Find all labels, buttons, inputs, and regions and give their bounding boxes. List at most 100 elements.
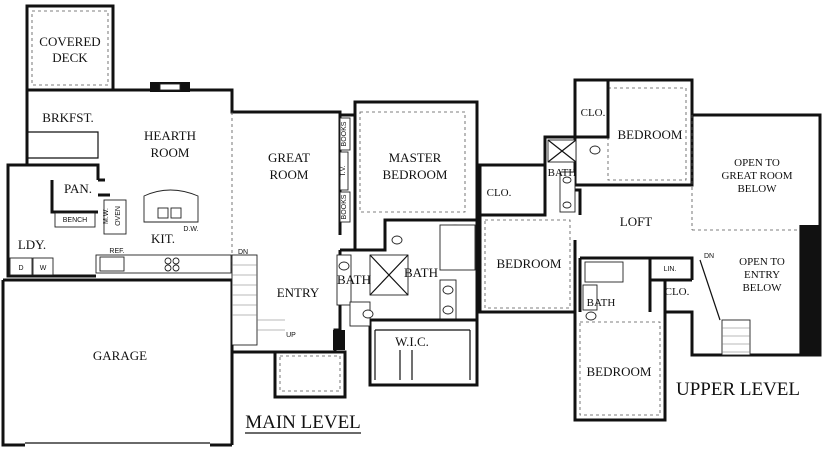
bath-top-sink-1: [562, 176, 572, 184]
wic-shelving: [374, 329, 471, 380]
upper-stair-rail: [699, 259, 721, 321]
bath-top-shower-cross: [547, 139, 577, 163]
bath-center-vanity: [582, 284, 598, 311]
label-open-great-1: OPEN TO: [734, 157, 780, 169]
bath-center-toilet: [585, 311, 597, 321]
label-open-entry-3: BELOW: [742, 282, 782, 294]
label-dishwasher: D.W.: [183, 226, 198, 233]
label-wic: W.I.C.: [395, 334, 429, 349]
laundry-wall: [50, 178, 105, 214]
label-upper-stair-down: DN: [704, 253, 714, 260]
label-bedroom-s: BEDROOM: [586, 364, 651, 379]
label-open-great-3: BELOW: [737, 183, 777, 195]
label-open-great-2: GREAT ROOM: [721, 170, 792, 182]
island-sink-left: [157, 207, 169, 219]
bedroom-w-ceiling: [484, 219, 571, 309]
vanity-sink-1: [442, 285, 454, 295]
label-bath-center: BATH: [587, 297, 616, 309]
open-to-below-edge: [691, 115, 820, 231]
label-bedroom-w: BEDROOM: [496, 256, 561, 271]
pantry-wall: [27, 163, 110, 197]
kitchen-island: [143, 189, 199, 223]
label-washer: W: [40, 265, 47, 272]
label-bedroom-ne: BEDROOM: [617, 127, 682, 142]
tv-cabinet: [339, 151, 349, 191]
bath-center-tub: [584, 261, 624, 283]
bookshelf-bottom: [339, 191, 351, 223]
label-stair-down: DN: [238, 249, 248, 256]
label-pantry: PAN.: [64, 181, 92, 196]
main-level-title: MAIN LEVEL: [245, 412, 361, 433]
label-great-room-2: ROOM: [269, 167, 308, 182]
linen-closet-walls: [650, 256, 694, 312]
upper-stair-treads: [722, 327, 750, 353]
breakfast-counter: [28, 131, 99, 159]
label-master-bedroom-2: BEDROOM: [382, 167, 447, 182]
bath-top-sink-2: [562, 201, 572, 209]
main-stair: [231, 254, 258, 346]
master-ceiling: [359, 111, 466, 213]
label-kitchen: KIT.: [151, 231, 175, 246]
label-laundry: LDY.: [18, 237, 46, 252]
front-porch: [273, 350, 347, 399]
label-linen: LIN.: [664, 266, 677, 273]
label-bath-master: BATH: [404, 265, 438, 280]
refrigerator: [99, 256, 125, 272]
label-tv: T.V.: [340, 165, 347, 176]
label-closet-s: CLO.: [665, 286, 690, 298]
oven-cabinet: [103, 199, 127, 235]
label-open-entry-2: ENTRY: [744, 269, 780, 281]
stair-treads: [232, 264, 285, 331]
label-master-bedroom-1: MASTER: [389, 150, 442, 165]
entry-column: [333, 330, 345, 350]
label-microwave: M.W.: [103, 208, 110, 224]
label-dryer: D: [18, 265, 23, 272]
powder-toilet: [362, 309, 374, 319]
label-bench: BENCH: [63, 217, 88, 224]
label-covered-deck-2: DECK: [52, 50, 88, 65]
vanity-sink-2: [442, 305, 454, 315]
closet-ne-wall: [575, 80, 610, 139]
kitchen-counter: [95, 254, 232, 274]
upper-level-title: UPPER LEVEL: [676, 379, 800, 400]
label-open-entry-1: OPEN TO: [739, 256, 785, 268]
cooktop-burner-2: [172, 257, 180, 265]
label-stair-up: UP: [286, 332, 296, 339]
upper-stair: [721, 319, 751, 356]
upper-level-plan: BEDROOM CLO. BATH CLO. LOFT BEDROOM BATH…: [478, 78, 822, 422]
covered-deck-beam: [31, 10, 109, 86]
bath-top-toilet: [589, 145, 601, 155]
label-loft: LOFT: [620, 214, 653, 229]
label-books-top: BOOKS: [341, 121, 348, 146]
island-sink-right: [170, 207, 182, 219]
closet-w-wall: [480, 165, 547, 217]
label-hearth-room-1: HEARTH: [144, 128, 196, 143]
label-great-room-1: GREAT: [268, 150, 310, 165]
fireplace-insert: [159, 83, 181, 91]
bench-fixture: [54, 212, 96, 228]
label-oven: OVEN: [115, 206, 122, 226]
cooktop-burner-3: [164, 264, 172, 272]
main-level-plan: COVERED DECK BRKFST. HEARTH ROOM GREAT R…: [1, 4, 479, 447]
label-breakfast: BRKFST.: [42, 110, 93, 125]
master-bath-north-wall: [355, 218, 477, 252]
front-porch-inner: [279, 355, 341, 392]
label-garage: GARAGE: [93, 348, 147, 363]
washer: [32, 257, 54, 276]
powder-sink: [338, 261, 350, 271]
great-room-east-wall: [333, 115, 342, 352]
label-refrigerator: REF.: [109, 248, 124, 255]
loft-walls: [573, 183, 640, 312]
wic-island: [399, 350, 413, 380]
bookshelf-top: [339, 117, 351, 151]
upper-east-wall-fill: [800, 225, 820, 355]
cooktop-burner-1: [164, 257, 172, 265]
label-entry: ENTRY: [277, 285, 320, 300]
label-bath-top: BATH: [548, 167, 577, 179]
dryer: [9, 257, 33, 276]
shower-cross: [369, 254, 409, 296]
label-closet-w: CLO.: [487, 187, 512, 199]
tub-deck: [439, 224, 476, 271]
